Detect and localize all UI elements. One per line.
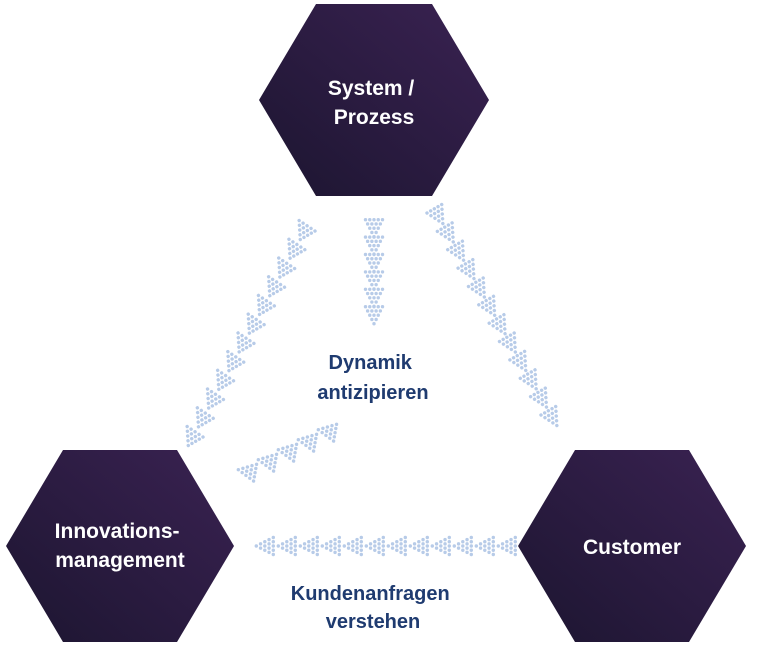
caption-line: Kundenanfragen bbox=[291, 583, 450, 605]
dotted-chevron-icon bbox=[474, 535, 495, 557]
dotted-chevron-icon bbox=[363, 270, 385, 291]
node-label-line: Customer bbox=[583, 536, 681, 559]
node-label-line: Innovations- bbox=[55, 520, 180, 543]
dotted-chevron-icon bbox=[408, 535, 429, 557]
arrow-run-top-right bbox=[424, 202, 567, 433]
dotted-chevron-icon bbox=[342, 535, 363, 557]
dotted-chevron-icon bbox=[276, 535, 297, 557]
svg-text:Innovations- managemen: Innovations- management bbox=[55, 520, 186, 572]
dotted-chevron-icon bbox=[298, 535, 319, 557]
caption-kundenanfragen-verstehen: Kundenanfragen verstehen bbox=[291, 583, 455, 633]
dotted-chevron-icon bbox=[289, 213, 318, 242]
caption-dynamik-antizipieren: Dynamik antizipieren bbox=[317, 352, 428, 404]
arrow-run-bottom bbox=[254, 535, 517, 557]
caption-line: verstehen bbox=[326, 611, 421, 633]
dotted-chevron-icon bbox=[320, 535, 341, 557]
hexagon-shape bbox=[518, 450, 746, 642]
node-label-line: Prozess bbox=[334, 106, 415, 129]
caption-line: antizipieren bbox=[317, 382, 428, 404]
dotted-chevron-icon bbox=[364, 535, 385, 557]
svg-text:System / Prozess: System / Prozess bbox=[328, 77, 420, 129]
arrow-run-top-center bbox=[363, 218, 385, 326]
hexagon-shape bbox=[6, 450, 234, 642]
dotted-chevron-icon bbox=[430, 535, 451, 557]
node-system-prozess: System / Prozess bbox=[259, 4, 489, 196]
dotted-chevron-icon bbox=[538, 404, 567, 433]
dotted-chevron-icon bbox=[363, 235, 385, 256]
arrow-run-top-left bbox=[177, 213, 318, 448]
dotted-chevron-icon bbox=[452, 535, 473, 557]
node-label-line: System / bbox=[328, 77, 415, 100]
dotted-chevron-icon bbox=[363, 305, 385, 326]
dotted-chevron-icon bbox=[496, 535, 517, 557]
dotted-chevron-icon bbox=[363, 218, 385, 239]
hexagon-shape bbox=[259, 4, 489, 196]
dotted-chevron-icon bbox=[363, 252, 385, 274]
arrow-run-center-left bbox=[234, 419, 339, 483]
dotted-chevron-icon bbox=[254, 449, 279, 473]
node-innovationsmanagement: Innovations- management bbox=[6, 450, 234, 642]
dotted-chevron-icon bbox=[314, 419, 339, 443]
node-customer: Customer bbox=[518, 450, 746, 642]
dotted-chevron-icon bbox=[234, 459, 259, 483]
caption-line: Dynamik bbox=[329, 352, 413, 374]
dotted-chevron-icon bbox=[254, 535, 275, 557]
dotted-chevron-icon bbox=[274, 439, 299, 463]
dotted-chevron-icon bbox=[294, 429, 319, 453]
dotted-chevron-icon bbox=[386, 535, 407, 557]
dotted-chevron-icon bbox=[363, 287, 385, 308]
svg-text:Customer: Customer bbox=[583, 536, 681, 559]
node-label-line: management bbox=[55, 549, 185, 572]
flow-arrows bbox=[177, 202, 567, 557]
